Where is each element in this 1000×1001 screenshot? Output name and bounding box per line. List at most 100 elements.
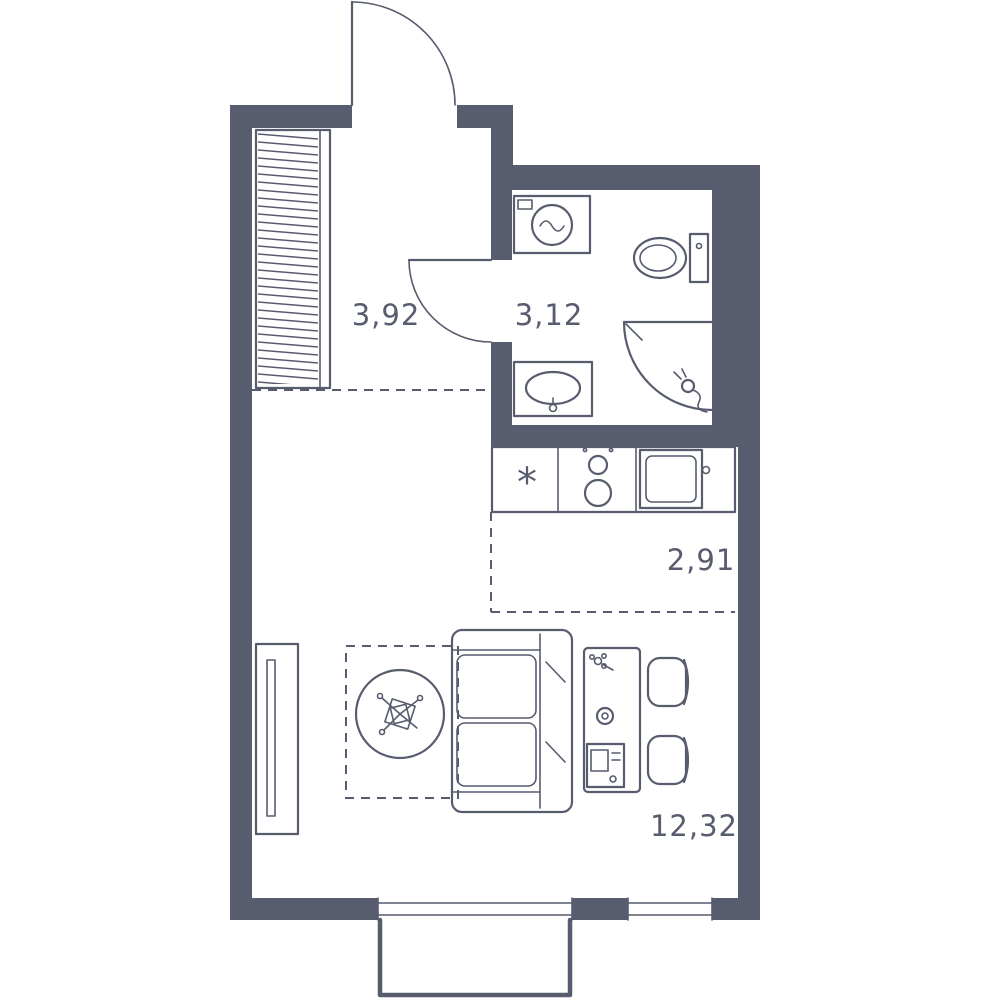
tv-icon — [266, 659, 276, 817]
plant-leaf-2 — [381, 697, 401, 715]
bathroom-bottom-wall — [491, 425, 738, 447]
bathroom-sink-tap — [548, 403, 558, 413]
left-wall — [230, 105, 252, 920]
bathroom-sink-counter — [512, 360, 594, 418]
table-flower-icon — [588, 652, 614, 671]
washing-machine-drum — [530, 203, 574, 247]
shower-hose — [692, 389, 708, 413]
stove-knob-2 — [608, 447, 614, 453]
stove-knob-1 — [582, 447, 588, 453]
toilet-flush-button — [695, 242, 703, 250]
kitchen-sink-icon — [638, 448, 711, 510]
tv-console — [254, 642, 300, 836]
balcony-door-window — [377, 897, 573, 921]
kitchen-divider-dashed — [490, 512, 735, 613]
wardrobe-outline — [254, 128, 332, 390]
kitchen-sink-outline — [638, 448, 704, 510]
freezer-icon: * — [517, 460, 537, 506]
table-tray-icon — [585, 742, 626, 789]
sofa-outline — [450, 628, 574, 814]
flower-petal-1 — [588, 653, 595, 660]
washing-machine-water — [539, 220, 565, 232]
bottom-wall-right — [712, 898, 760, 920]
bathroom-door-swing-arc — [408, 259, 492, 343]
tray-screen — [590, 749, 609, 772]
stove-burner-large — [583, 478, 613, 508]
chair-top — [646, 656, 690, 708]
stove-burner-small — [587, 454, 609, 476]
plant-pot-inner — [389, 703, 411, 725]
plant-leaf-3 — [383, 713, 401, 731]
area-labels: 3,92 3,12 2,91 12,32 — [352, 298, 738, 843]
toilet-tank — [688, 232, 710, 284]
chair-bottom-back — [682, 736, 690, 784]
kitchen-counter: * — [490, 445, 737, 514]
sofa-pillow-1 — [545, 661, 566, 683]
flower-center — [593, 656, 603, 666]
plant-leaf-4 — [399, 713, 418, 729]
tv-console-outline — [254, 642, 300, 836]
wardrobe — [254, 128, 332, 390]
balcony-outline — [377, 917, 573, 998]
stove-icon — [582, 447, 614, 508]
entrance-door-swing-arc — [351, 1, 456, 106]
bathroom-door — [407, 258, 493, 343]
walls — [230, 105, 760, 920]
entrance-door — [350, 0, 456, 107]
dining-table-top — [582, 646, 642, 794]
flower-stem — [601, 663, 614, 671]
kitchen-sink-tap — [701, 465, 711, 475]
sofa-cushion-1 — [456, 654, 537, 719]
bathroom-area-label: 3,12 — [515, 298, 584, 332]
sofa-cushion-2 — [456, 722, 537, 787]
shower-spray-1 — [673, 371, 682, 380]
chair-bottom-seat — [646, 734, 688, 786]
top-wall-left — [230, 105, 352, 128]
rug-dashed — [345, 645, 459, 799]
dining-table — [582, 646, 642, 794]
chair-bottom — [646, 734, 690, 786]
toilet-bowl-inner — [639, 244, 677, 272]
sofa-pillow-2 — [545, 741, 566, 763]
right-wall — [738, 165, 760, 920]
wardrobe-hangers-hatch — [258, 132, 318, 384]
table-bowl-inner — [601, 712, 609, 720]
washing-machine-icon — [512, 194, 592, 255]
shower-door-tick — [625, 323, 643, 341]
washing-machine-panel — [517, 199, 533, 210]
bathroom-left-wall-upper — [491, 190, 512, 260]
bottom-wall-mid — [572, 898, 628, 920]
kitchen-area-label: 2,91 — [667, 543, 736, 577]
chair-top-seat — [646, 656, 688, 708]
plant-leaf-1 — [399, 699, 419, 715]
plant-pot-outer — [384, 698, 416, 730]
sofa — [450, 628, 574, 814]
bathroom-sink-icon — [512, 360, 594, 418]
bottom-wall-left — [230, 898, 378, 920]
plant-leaf-tip-3 — [378, 728, 386, 736]
plant-leaf-tip-1 — [416, 694, 424, 702]
coffee-table-top — [354, 668, 446, 760]
table-bowl — [595, 706, 615, 726]
window — [627, 897, 713, 921]
toilet-icon — [632, 232, 710, 284]
living-room-area-label: 12,32 — [650, 809, 738, 843]
kitchen-sink-basin — [645, 455, 697, 503]
toilet-bowl — [632, 236, 688, 280]
plant-icon — [376, 692, 424, 736]
kitchen-counter-outline — [490, 445, 737, 514]
shower-front-arc — [622, 320, 714, 412]
tray-dot — [609, 775, 617, 783]
chair-top-back — [682, 658, 690, 706]
shower-head — [680, 378, 696, 394]
shower-icon — [622, 320, 714, 413]
bathroom-left-wall-lower — [491, 342, 512, 447]
shower-spray-2 — [681, 368, 687, 378]
coffee-table — [354, 668, 446, 760]
tray-outline — [585, 742, 626, 789]
plant-leaf-tip-2 — [376, 692, 384, 700]
hallway-area-label: 3,92 — [352, 298, 421, 332]
washing-machine-body — [512, 194, 592, 255]
